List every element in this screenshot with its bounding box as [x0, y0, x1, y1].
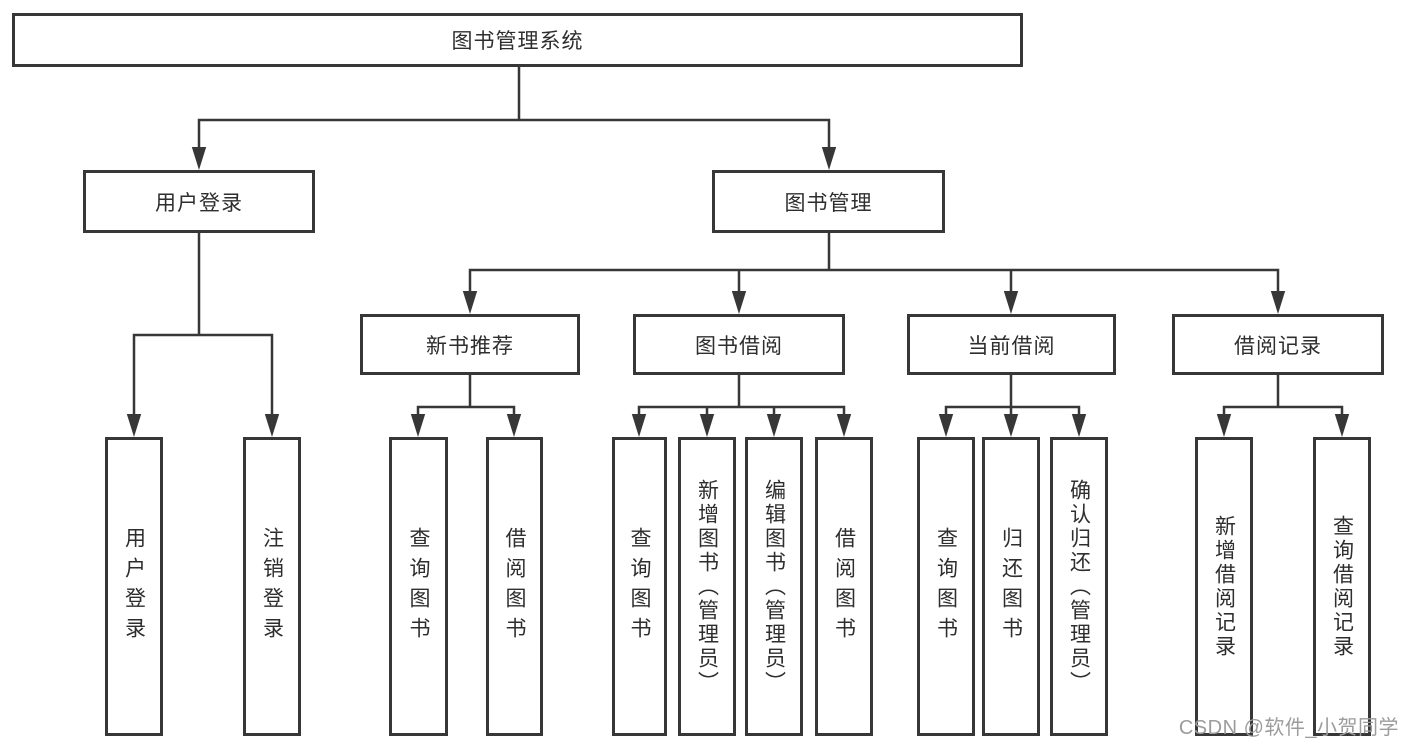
node-book-borrow: 图书借阅 [633, 314, 845, 375]
leaf-logout: 注销登录 [243, 437, 301, 736]
node-current-borrow-label: 当前借阅 [967, 334, 1056, 358]
leaf-add-borrow-record-label: 新增借阅记录 [1212, 514, 1236, 659]
leaf-confirm-return-admin-label: 确认归还（管理员） [1067, 478, 1091, 695]
leaf-user-login: 用户登录 [105, 437, 163, 736]
leaf-return-book: 归还图书 [982, 437, 1040, 736]
node-borrow-record-label: 借阅记录 [1234, 334, 1322, 358]
node-book-mgmt-label: 图书管理 [784, 191, 873, 215]
leaf-logout-label: 注销登录 [260, 526, 284, 647]
leaf-borrow-book-1: 借阅图书 [486, 437, 543, 736]
leaf-add-borrow-record: 新增借阅记录 [1195, 437, 1253, 736]
leaf-return-book-label: 归还图书 [999, 526, 1023, 647]
leaf-borrow-book-2-label: 借阅图书 [832, 526, 856, 647]
leaf-query-borrow-record: 查询借阅记录 [1313, 437, 1371, 736]
leaf-query-borrow-record-label: 查询借阅记录 [1330, 514, 1354, 659]
leaf-query-book-3-label: 查询图书 [934, 526, 958, 647]
node-book-mgmt: 图书管理 [712, 170, 945, 233]
node-new-book-rec-label: 新书推荐 [426, 334, 514, 358]
node-new-book-rec: 新书推荐 [360, 314, 580, 375]
leaf-query-book-1-label: 查询图书 [407, 526, 430, 647]
leaf-confirm-return-admin: 确认归还（管理员） [1050, 437, 1108, 736]
watermark: CSDN @软件_小贺同学 [1178, 717, 1399, 739]
node-user-login-label: 用户登录 [155, 191, 243, 215]
leaf-query-book-1: 查询图书 [389, 437, 448, 736]
leaf-edit-book-admin: 编辑图书（管理员） [745, 437, 803, 736]
node-current-borrow: 当前借阅 [907, 314, 1116, 375]
node-root-label: 图书管理系统 [451, 30, 584, 53]
node-user-login: 用户登录 [83, 170, 315, 233]
leaf-borrow-book-1-label: 借阅图书 [503, 526, 526, 647]
leaf-query-book-2: 查询图书 [612, 437, 667, 736]
leaf-query-book-2-label: 查询图书 [628, 526, 651, 647]
leaf-user-login-label: 用户登录 [122, 526, 146, 647]
leaf-borrow-book-2: 借阅图书 [815, 437, 873, 736]
node-root: 图书管理系统 [12, 13, 1023, 67]
node-book-borrow-label: 图书借阅 [695, 334, 783, 358]
node-borrow-record: 借阅记录 [1172, 314, 1384, 375]
leaf-edit-book-admin-label: 编辑图书（管理员） [762, 478, 786, 695]
leaf-add-book-admin-label: 新增图书（管理员） [695, 478, 719, 695]
leaf-query-book-3: 查询图书 [917, 437, 975, 736]
leaf-add-book-admin: 新增图书（管理员） [678, 437, 736, 736]
